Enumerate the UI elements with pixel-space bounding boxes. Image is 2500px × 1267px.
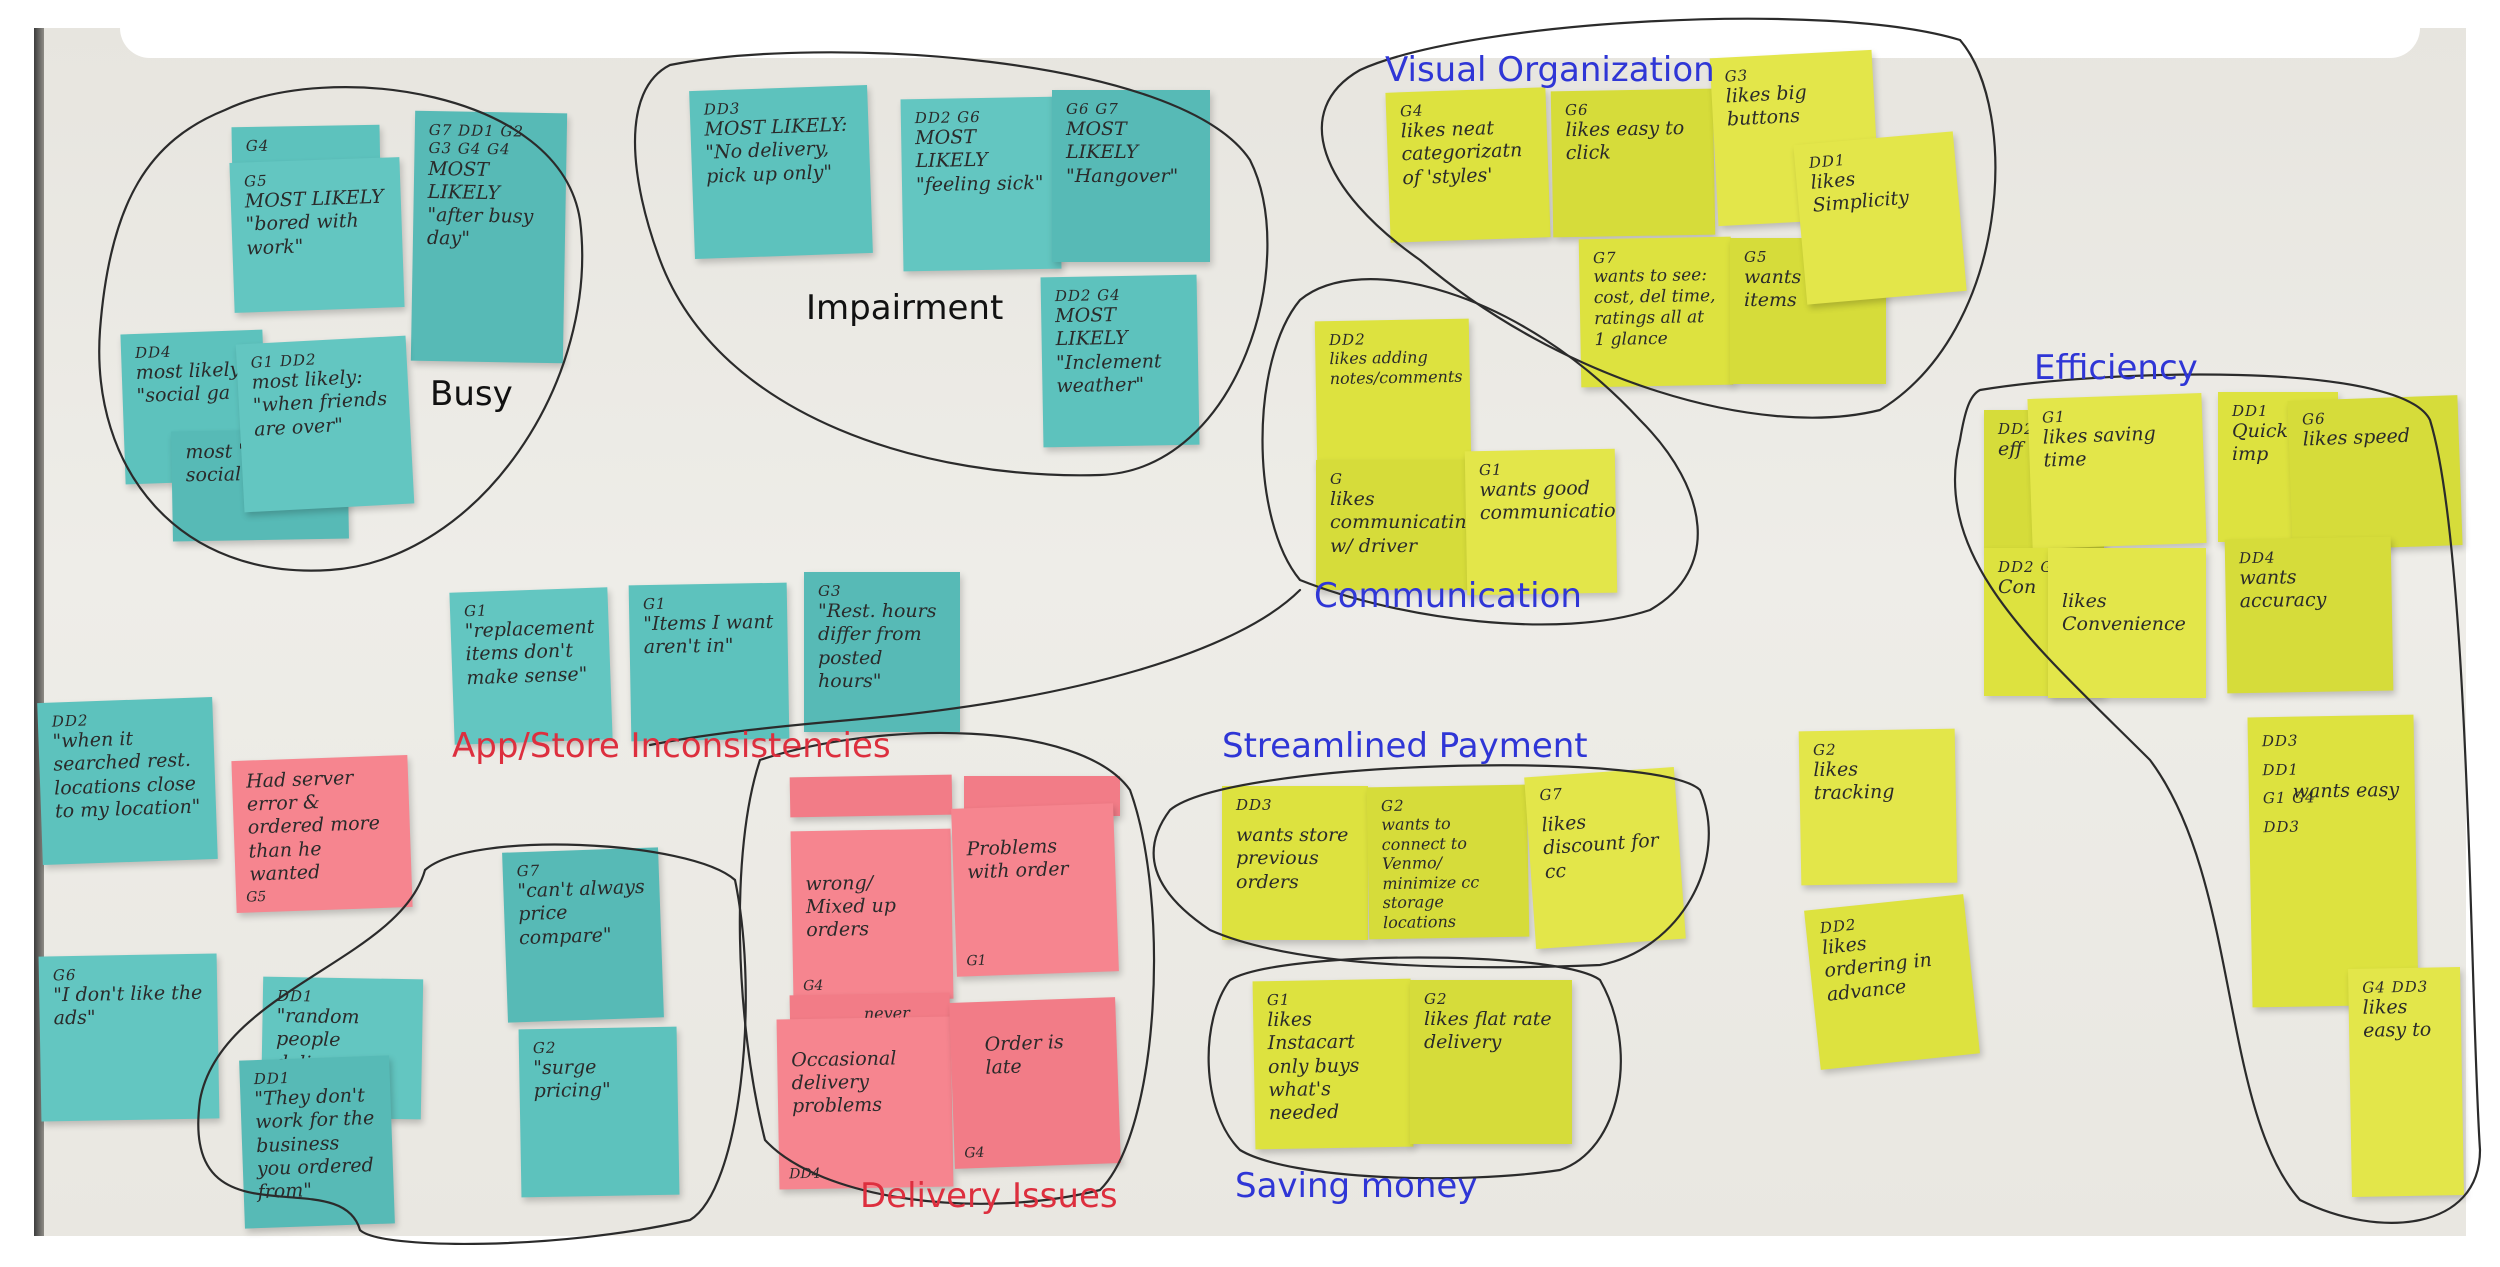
efficiency-loop: [1954, 373, 2482, 1224]
note-text: eff: [1998, 438, 2023, 461]
note-code: DD2: [1998, 420, 2035, 438]
sticky-note: G2 likes flat rate delivery: [1410, 980, 1572, 1144]
label-saving-money: Saving money: [1235, 1166, 1478, 1206]
note-code: G3: [818, 582, 842, 600]
note-text: likes flat rate delivery: [1424, 1008, 1552, 1054]
busy-loop: [98, 86, 584, 572]
label-efficiency: Efficiency: [2034, 348, 2198, 388]
note-text: wants store previous orders: [1236, 824, 1349, 893]
app-lower-loop: [197, 843, 747, 1245]
note-code: G2: [1424, 990, 1448, 1008]
note-code: G: [1330, 470, 1343, 488]
sticky-note: DD3 wants store previous orders: [1222, 786, 1368, 940]
sticky-note: G likes communicating w/ driver: [1316, 460, 1474, 590]
label-app-store-inconsistencies: App/Store Inconsistencies: [452, 726, 891, 766]
app-store-loop: [648, 588, 1302, 747]
payment-loop: [1152, 764, 1710, 969]
note-text: MOST LIKELY "Hangover": [1066, 118, 1179, 187]
impairment-loop: [633, 51, 1269, 477]
label-impairment: Impairment: [806, 288, 1004, 328]
note-text: likes communicating w/ driver: [1330, 488, 1474, 557]
label-communication: Communication: [1314, 576, 1582, 616]
note-code: G6 G7: [1066, 100, 1119, 118]
note-code: DD3: [1236, 796, 1273, 814]
note-text: likes Convenience: [2062, 590, 2186, 636]
board-glare: [120, 18, 2420, 58]
note-text: "Rest. hours differ from posted hours": [818, 600, 937, 692]
note-code: DD2 G7: [1998, 558, 2064, 576]
delivery-loop: [738, 731, 1156, 1205]
communication-loop: [1261, 278, 1699, 626]
sticky-note: G3 "Rest. hours differ from posted hours…: [804, 572, 960, 732]
label-delivery-issues: Delivery Issues: [860, 1176, 1118, 1216]
note-code: G5: [1744, 248, 1768, 266]
sticky-note: G6 G7 MOST LIKELY "Hangover": [1052, 90, 1210, 262]
note-code: DD1: [2232, 402, 2269, 420]
visual-loop: [1320, 17, 1997, 419]
label-streamlined-payment: Streamlined Payment: [1222, 726, 1588, 766]
sticky-note: likes Convenience: [2048, 548, 2206, 698]
label-visual-organization: Visual Organization: [1385, 50, 1715, 90]
note-text: Con: [1998, 576, 2037, 599]
board-frame: [34, 28, 44, 1236]
note-text: Quick imp: [2232, 420, 2289, 466]
saving-loop: [1207, 956, 1622, 1180]
label-busy: Busy: [430, 374, 513, 414]
